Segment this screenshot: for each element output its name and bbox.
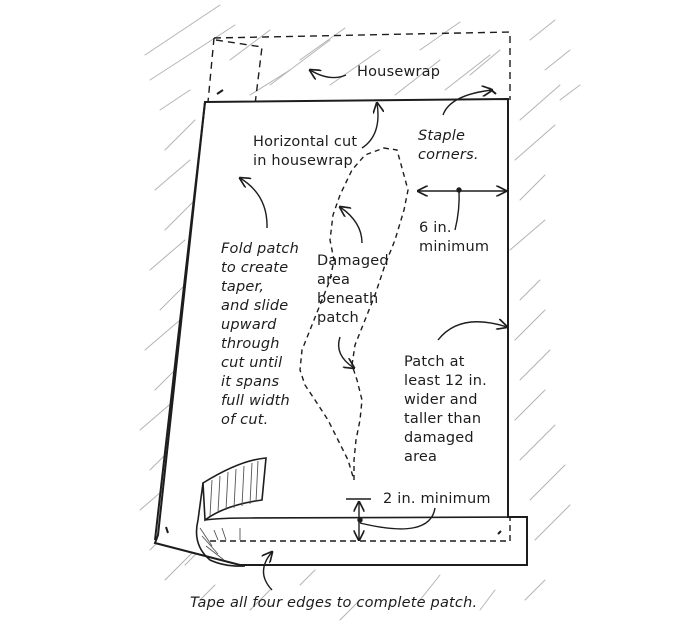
patch-size-arrow — [437, 322, 507, 341]
staple-corners-arrow — [442, 90, 492, 116]
tape-edges-arrow — [264, 552, 273, 591]
fold-patch-arrow — [240, 178, 268, 229]
patch-bottom-edge-dashed — [210, 517, 511, 542]
damaged-area-outline — [299, 147, 409, 481]
six-inch-dimension — [418, 188, 506, 192]
housewrap-arrow — [310, 70, 347, 78]
label-six-in-minimum: 6 in. minimum — [419, 220, 490, 255]
label-horizontal-cut: Horizontal cut in housewrap — [253, 134, 358, 169]
two-inch-dimension — [346, 498, 371, 540]
staple-icon — [488, 87, 497, 95]
callout-arrows — [240, 70, 507, 591]
label-two-in-minimum: 2 in. minimum — [383, 491, 491, 507]
label-staple-corners: Staple corners. — [418, 128, 479, 163]
label-patch-size: Patch at least 12 in. wider and taller t… — [404, 354, 487, 465]
label-tape-edges: Tape all four edges to complete patch. — [190, 595, 478, 611]
damaged-area-arrow-down — [337, 336, 354, 368]
two-in-leader — [359, 507, 436, 530]
label-housewrap: Housewrap — [357, 64, 441, 80]
damaged-area-arrow-up — [340, 207, 363, 244]
tape-curl — [195, 457, 528, 567]
staple-icon — [216, 89, 224, 95]
staple-icon — [165, 526, 169, 534]
staple-icon — [497, 530, 502, 535]
label-fold-patch: Fold patch to create taper, and slide up… — [221, 241, 299, 428]
patch-outline — [153, 97, 528, 566]
label-damaged-area: Damaged area beneath patch — [317, 253, 389, 326]
horizontal-cut-arrow — [361, 103, 378, 149]
staple-icons — [165, 87, 502, 535]
